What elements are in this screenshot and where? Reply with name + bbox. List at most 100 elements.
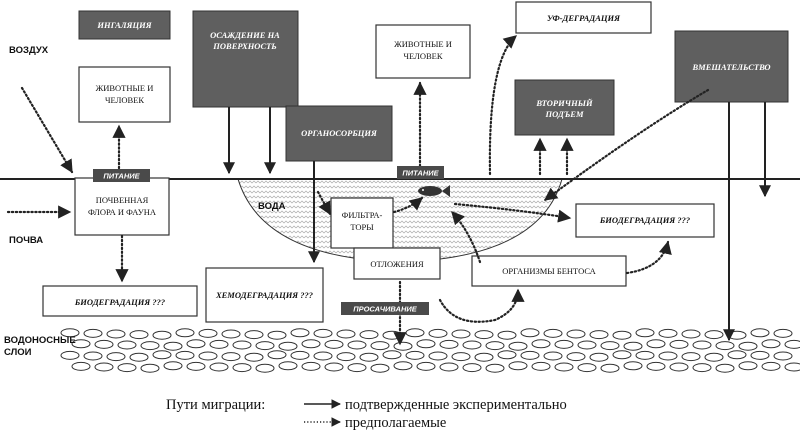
aquifer-oval (635, 350, 655, 360)
aquifer-oval (428, 328, 448, 338)
aquifer-oval (600, 363, 620, 373)
aquifer-oval (738, 341, 758, 351)
aquifer-oval (727, 350, 747, 360)
aquifer-oval (439, 339, 459, 349)
arrow-water-to-biodegradation-right (453, 202, 572, 223)
aquifer-oval (543, 328, 563, 338)
aquifer-oval (520, 350, 540, 360)
aquifer-oval (681, 352, 701, 362)
animals-human-left-box (78, 66, 171, 123)
sediments-box (353, 247, 441, 280)
aquifer-oval (290, 328, 310, 338)
aquifer-oval (152, 350, 172, 360)
aquifer-oval (60, 350, 80, 360)
aquifer-oval (347, 340, 367, 350)
arrow-water-to-uv-degradation (488, 34, 518, 176)
aquifer-oval (715, 363, 735, 373)
aquifer-oval (554, 362, 574, 372)
aquifer-oval (106, 352, 126, 362)
aquifer-oval (267, 330, 287, 340)
aquifer-oval (612, 350, 632, 360)
arrow-benthos-to-biodegradation-right (625, 240, 672, 275)
aquifer-oval (566, 329, 586, 339)
aquifer-oval (485, 341, 505, 351)
aquifer-oval (416, 361, 436, 371)
aquifer-oval (635, 328, 655, 338)
aquifer-oval (589, 330, 609, 340)
aquifer-oval (336, 352, 356, 362)
deposition-label-2: ПОВЕРХНОСТЬ (212, 41, 276, 51)
aquifer-oval (439, 362, 459, 372)
chemodegradation-label: ХЕМОДЕГРАДАЦИЯ ??? (215, 290, 313, 300)
aquifer-oval (451, 352, 471, 362)
zone-soil: ПОЧВА (9, 235, 43, 246)
aquifer-oval (186, 339, 206, 349)
percolation-label: ПРОСАЧИВАНИЕ (353, 305, 418, 314)
aquifer-oval (324, 362, 344, 372)
aquifer-oval (94, 362, 114, 372)
biodegradation-left-label: БИОДЕГРАДАЦИЯ ??? (74, 297, 165, 307)
aquifer-oval (94, 339, 114, 349)
aquifer-oval (60, 328, 80, 338)
aquifer-oval (715, 341, 735, 351)
aquifer-oval (451, 329, 471, 339)
aquifer-oval (692, 363, 712, 373)
benthos-label: ОРГАНИЗМЫ БЕНТОСА (502, 266, 596, 276)
biodegradation-right-label: БИОДЕГРАДАЦИЯ ??? (599, 215, 690, 225)
aquifer-oval (83, 351, 103, 361)
aquifer-oval (290, 350, 310, 360)
aquifer-oval (117, 340, 137, 350)
aquifer-oval (175, 328, 195, 338)
aquifer-oval (531, 339, 551, 349)
animals-human-mid-box (375, 24, 471, 79)
aquifer-oval (773, 328, 793, 338)
arrow-benthos-to-water (450, 210, 482, 264)
aquifer-oval (313, 351, 333, 361)
zone-aquifer-line1: ВОДОНОСНЫЕ (4, 335, 76, 346)
sediments-label: ОТЛОЖЕНИЯ (370, 259, 424, 269)
aquifer-oval (727, 330, 747, 340)
uv-degradation-label: УФ-ДЕГРАДАЦИЯ (547, 13, 621, 23)
deposition-label-1: ОСАЖДЕНИЕ НА (210, 30, 280, 40)
aquifer-oval (750, 328, 770, 338)
deposition-box (192, 10, 299, 108)
arrow-intervention-to-water (543, 88, 710, 202)
aquifer-oval (658, 351, 678, 361)
uv-degradation-box (515, 1, 652, 34)
filter-feeders-label-1: ФИЛЬТРА- (342, 210, 383, 220)
aquifer-oval (566, 352, 586, 362)
aquifer-oval (221, 329, 241, 339)
intervention-box (674, 30, 789, 103)
biodegradation-left-box (42, 285, 198, 317)
aquifer-oval (669, 339, 689, 349)
aquifer-oval (198, 328, 218, 338)
animals-human-left-label-1: ЖИВОТНЫЕ И (96, 83, 154, 93)
arrow-sediments-to-benthos (438, 288, 525, 323)
inhalation-box (78, 10, 171, 40)
animals-human-mid-label-2: ЧЕЛОВЕК (403, 51, 442, 61)
chemodegradation-box (205, 267, 324, 323)
aquifer-oval (140, 363, 160, 373)
aquifer-oval (784, 362, 800, 372)
aquifer-oval (474, 330, 494, 340)
aquifer-oval (577, 340, 597, 350)
aquifer-oval (773, 351, 793, 361)
animals-human-mid-label-1: ЖИВОТНЫЕ И (394, 39, 452, 49)
aquifer-oval (370, 341, 390, 351)
aquifer-oval (267, 350, 287, 360)
aquifer-oval (278, 341, 298, 351)
aquifer-oval (646, 339, 666, 349)
aquifer-oval (669, 362, 689, 372)
aquifer-oval (761, 361, 781, 371)
inhalation-label: ИНГАЛЯЦИЯ (96, 20, 152, 30)
arrow-air-to-soil-flora (20, 86, 74, 174)
aquifer-oval (336, 329, 356, 339)
aquifer-oval (784, 339, 800, 349)
aquifer-oval (209, 362, 229, 372)
benthos-box (471, 255, 627, 287)
soil-flora-fauna-label-1: ПОЧВЕННАЯ (96, 195, 149, 205)
aquifer-oval (704, 352, 724, 362)
feeding-mid-tag (397, 166, 444, 179)
aquifer-oval (255, 341, 275, 351)
